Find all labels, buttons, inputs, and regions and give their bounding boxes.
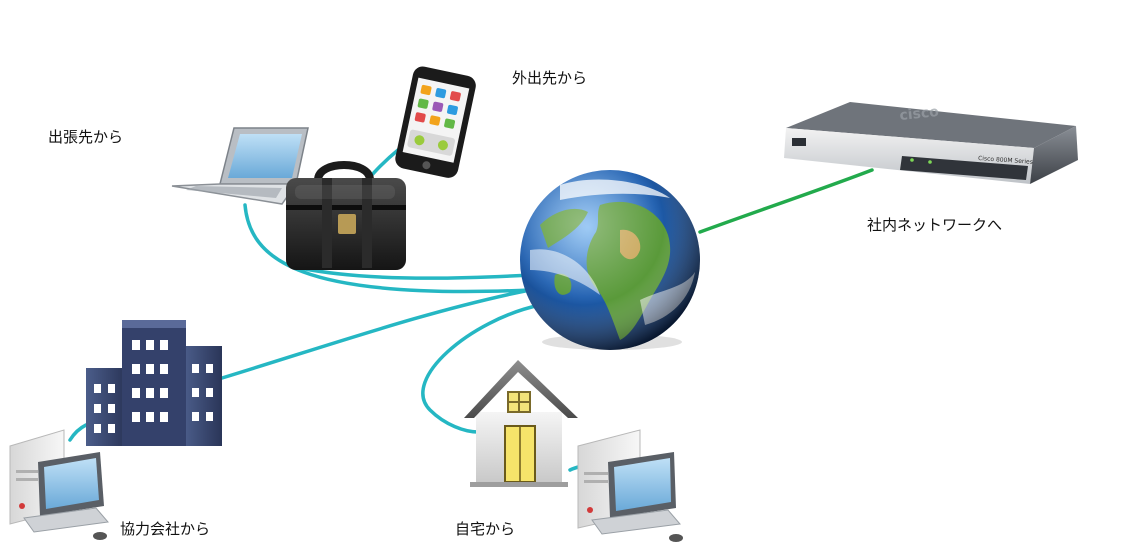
link-laptop [243, 203, 532, 294]
house-icon [464, 360, 578, 487]
connection-lines [68, 148, 874, 472]
briefcase-icon [286, 161, 406, 270]
link-partner-pc [68, 423, 88, 442]
router-brand-text: cisco [899, 104, 940, 124]
router-model-text: Cisco 800M Series [978, 155, 1033, 166]
link-briefcase [298, 266, 532, 280]
label-partner-company: 協力会社から [120, 520, 211, 538]
label-internal-network: 社内ネットワークへ [867, 216, 1003, 234]
globe-icon [520, 170, 700, 350]
home-desktop-pc-icon [577, 429, 683, 542]
link-partner-building [220, 288, 532, 380]
label-home: 自宅から [455, 520, 516, 538]
partner-desktop-pc-icon [9, 429, 109, 540]
smartphone-icon [395, 66, 476, 178]
label-outside: 外出先から [512, 69, 588, 87]
laptop-icon [171, 127, 309, 205]
link-internal-network [698, 168, 874, 234]
router-icon: Cisco 800M Series cisco [784, 102, 1078, 184]
label-business-trip: 出張先から [48, 128, 124, 146]
link-home [421, 303, 542, 434]
office-building-icon [86, 320, 222, 446]
